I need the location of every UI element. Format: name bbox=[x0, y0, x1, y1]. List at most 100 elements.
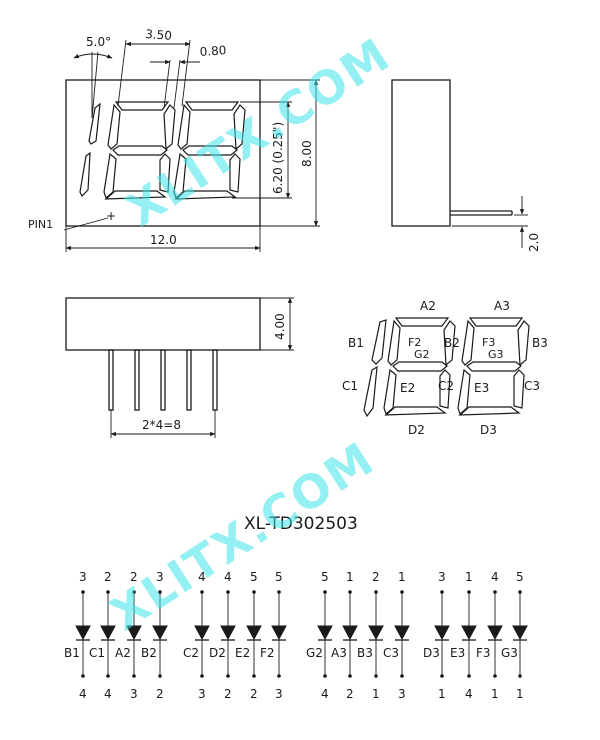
bottom-pin bbox=[108, 349, 114, 411]
top-seg-a3 bbox=[184, 101, 240, 111]
diode-triangle-icon bbox=[394, 625, 410, 641]
map-digit-2 bbox=[383, 317, 456, 416]
side-view-body bbox=[391, 79, 451, 227]
bottom-pins bbox=[108, 349, 218, 411]
diode-cathode-dot bbox=[81, 674, 85, 678]
pin-length-label: 2.0 bbox=[527, 233, 541, 252]
bottom-view-body bbox=[65, 297, 261, 351]
diode-triangle-icon bbox=[461, 625, 477, 641]
segw-ext-right bbox=[173, 59, 181, 109]
diode-cathode-pin: 2 bbox=[156, 687, 164, 701]
diode-cathode-pin: 3 bbox=[398, 687, 406, 701]
map-label-f2: F2 bbox=[408, 336, 421, 349]
diode-cathode-dot bbox=[200, 674, 204, 678]
map-label-e3: E3 bbox=[474, 381, 489, 395]
diode-schematic: 3B142C142A233B224C234D225E225F235G241A32… bbox=[64, 570, 528, 701]
digit-height-label: 6.20 (0.25") bbox=[271, 122, 285, 194]
diode-segment-label: F3 bbox=[476, 646, 491, 660]
diode-cathode-dot bbox=[132, 674, 136, 678]
top-view-body bbox=[65, 79, 261, 227]
bottom-pin bbox=[212, 349, 218, 411]
diode-triangle-icon bbox=[152, 625, 168, 641]
diode-anode-pin: 3 bbox=[438, 570, 446, 584]
diode-cathode-dot bbox=[158, 674, 162, 678]
map-label-c2: C2 bbox=[438, 379, 454, 393]
map-seg-d3 bbox=[458, 406, 521, 416]
diode-triangle-icon bbox=[487, 625, 503, 641]
map-label-b3: B3 bbox=[532, 336, 548, 350]
diode-cathode-pin: 4 bbox=[104, 687, 112, 701]
map-label-d3: D3 bbox=[480, 423, 497, 437]
diode-cathode-dot bbox=[106, 674, 110, 678]
diode-cathode-dot bbox=[323, 674, 327, 678]
diode-cathode-pin: 2 bbox=[346, 687, 354, 701]
top-digit-2 bbox=[103, 101, 176, 200]
part-number-title: XL-TD302503 bbox=[244, 514, 358, 534]
diode-triangle-icon bbox=[368, 625, 384, 641]
diode-cathode-dot bbox=[348, 674, 352, 678]
diode-anode-pin: 3 bbox=[79, 570, 87, 584]
diode-cathode-dot bbox=[226, 674, 230, 678]
top-seg-b3 bbox=[233, 104, 246, 151]
top-digit-1 bbox=[79, 102, 101, 198]
map-label-f3: F3 bbox=[482, 336, 495, 349]
diode-triangle-icon bbox=[434, 625, 450, 641]
map-seg-d2 bbox=[384, 406, 447, 416]
map-seg-f3 bbox=[461, 319, 475, 366]
diode-cathode-dot bbox=[493, 674, 497, 678]
segment-map: A2 A3 B1 B2 B3 F2 F3 G2 G3 C1 C2 C3 E2 E… bbox=[342, 299, 548, 437]
diode-cathode-pin: 1 bbox=[491, 687, 499, 701]
map-seg-e2 bbox=[383, 368, 397, 416]
diode-triangle-icon bbox=[246, 625, 262, 641]
diode-anode-pin: 5 bbox=[275, 570, 283, 584]
top-seg-d3 bbox=[174, 190, 237, 200]
diode-anode-pin: 3 bbox=[156, 570, 164, 584]
bottom-view: 2*4=8 4.00 bbox=[65, 297, 294, 438]
top-seg-d2 bbox=[104, 190, 167, 200]
map-digit-3 bbox=[457, 317, 530, 416]
map-seg-b1 bbox=[371, 319, 387, 365]
diode-cathode-pin: 3 bbox=[130, 687, 138, 701]
diode-cathode-dot bbox=[467, 674, 471, 678]
map-seg-g3 bbox=[466, 361, 522, 372]
diode-cathode-pin: 3 bbox=[198, 687, 206, 701]
top-seg-c3 bbox=[229, 153, 241, 193]
watermark-top: XLITX.COM bbox=[117, 27, 400, 237]
diode-c1: 2C1 4 bbox=[89, 570, 116, 701]
segw-label: 0.80 bbox=[199, 43, 227, 59]
diode-triangle-icon bbox=[317, 625, 333, 641]
diode-segment-label: C1 bbox=[89, 646, 105, 660]
map-label-a2: A2 bbox=[420, 299, 436, 313]
diode-segment-label: D3 bbox=[423, 646, 440, 660]
diode-cathode-pin: 1 bbox=[516, 687, 524, 701]
pitch-label: 3.50 bbox=[145, 27, 173, 43]
diode-segment-label: E2 bbox=[235, 646, 250, 660]
pin-pitch-label: 2*4=8 bbox=[142, 418, 181, 432]
diode-anode-pin: 1 bbox=[465, 570, 473, 584]
map-label-c1: C1 bbox=[342, 379, 358, 393]
diode-cathode-pin: 4 bbox=[321, 687, 329, 701]
diode-anode-pin: 2 bbox=[372, 570, 380, 584]
diode-anode-pin: 2 bbox=[104, 570, 112, 584]
diode-cathode-dot bbox=[440, 674, 444, 678]
diode-segment-label: G2 bbox=[306, 646, 323, 660]
map-label-a3: A3 bbox=[494, 299, 510, 313]
top-seg-f2 bbox=[107, 103, 121, 150]
top-digit-3 bbox=[173, 101, 246, 200]
map-seg-a3 bbox=[468, 317, 524, 327]
map-digit-1 bbox=[363, 319, 387, 418]
top-seg-a2 bbox=[114, 101, 170, 111]
map-label-b1: B1 bbox=[348, 336, 364, 350]
diode-triangle-icon bbox=[512, 625, 528, 641]
top-seg-e2 bbox=[103, 152, 117, 200]
map-seg-c3 bbox=[513, 369, 525, 409]
map-label-d2: D2 bbox=[408, 423, 425, 437]
top-seg-b2 bbox=[163, 104, 176, 151]
